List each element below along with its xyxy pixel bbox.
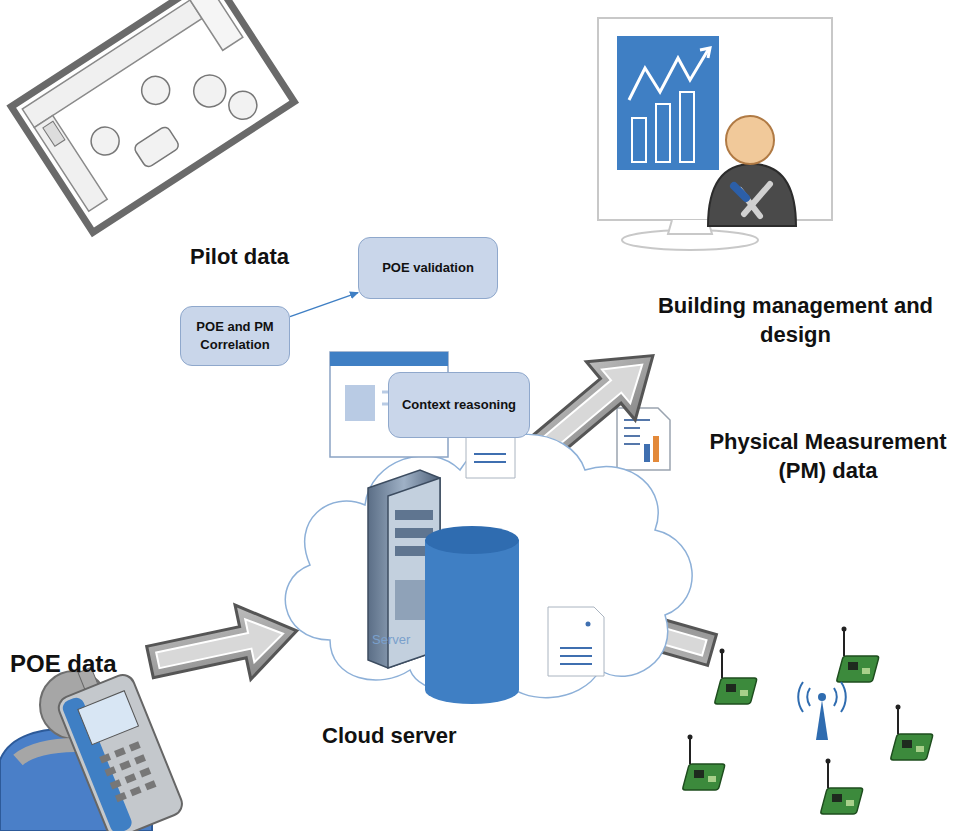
text-label: Physical Measurement (PM) data	[700, 428, 956, 485]
connector-arrow	[290, 293, 358, 317]
text-label: POE data	[10, 648, 160, 679]
box-text: POE validation	[382, 259, 474, 277]
box-text: POE and PM Correlation	[191, 318, 279, 353]
text-label: Cloud server	[322, 722, 522, 751]
document-icon	[548, 607, 604, 676]
text-label: Building management and design	[630, 292, 961, 349]
phone-icon	[48, 655, 185, 831]
box-text: Context reasoning	[402, 396, 516, 414]
process-box: POE validation	[358, 237, 498, 299]
report-icon	[617, 408, 670, 470]
text-label: Pilot data	[190, 243, 320, 272]
monitor-icon	[598, 18, 832, 250]
text-label: Server	[372, 632, 432, 649]
floor-plan	[11, 0, 294, 232]
database-icon	[425, 526, 519, 704]
admin-icon	[708, 116, 796, 226]
sensor-network	[682, 627, 933, 815]
process-box: Context reasoning	[388, 372, 530, 438]
process-box: POE and PM Correlation	[180, 306, 290, 366]
